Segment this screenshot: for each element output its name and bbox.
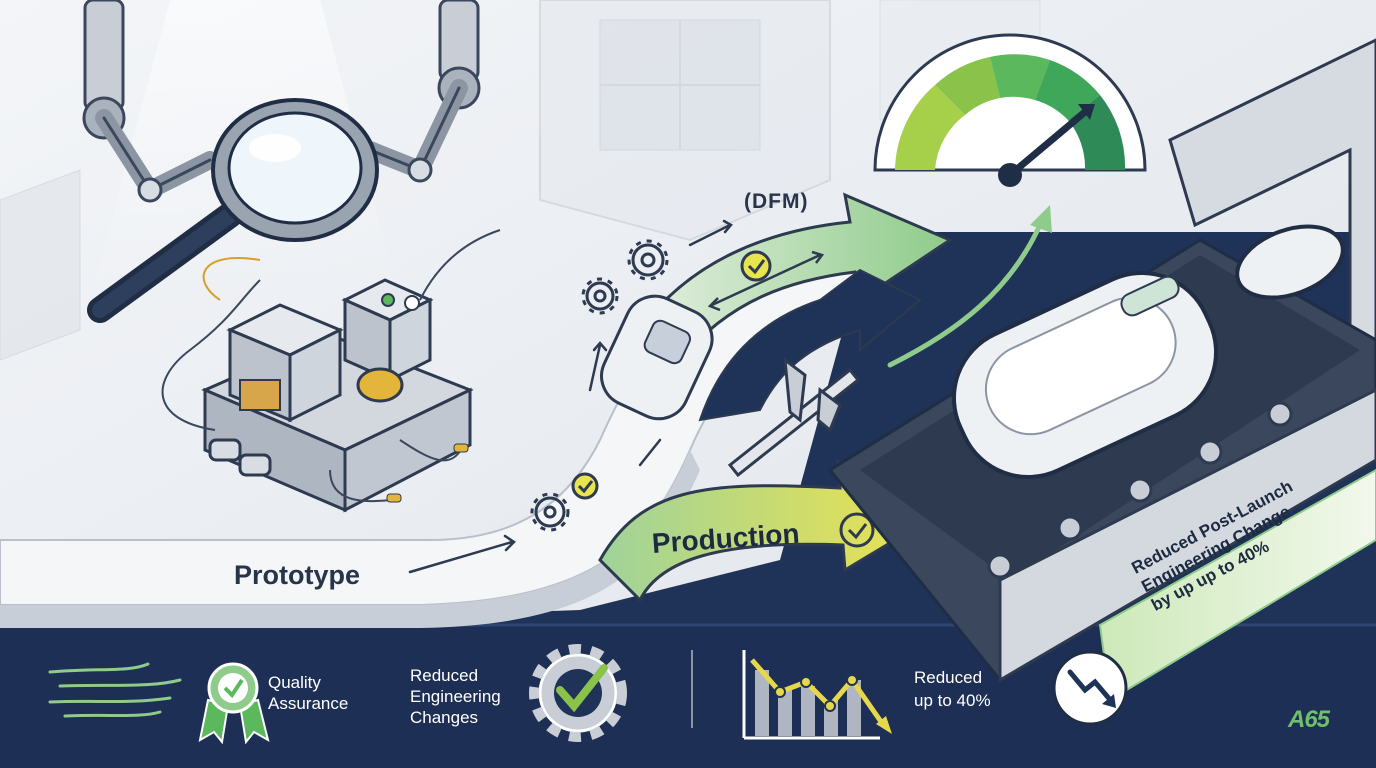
handheld-device-icon — [600, 294, 714, 421]
prototype-label: Prototype — [234, 560, 361, 590]
reduced-up-to-label: Reduced up to 40% — [914, 668, 991, 710]
declining-chart-icon — [742, 650, 892, 740]
quality-assurance-label: Quality Assurance — [268, 673, 349, 713]
dfm-arrow — [637, 192, 954, 363]
product-device-icon — [951, 224, 1345, 480]
gear-check-icon — [529, 644, 627, 742]
checkmark-icon — [571, 250, 875, 548]
down-trend-icon — [1052, 650, 1128, 726]
caliper-icon — [727, 356, 861, 478]
award-ribbon-icon — [198, 662, 270, 745]
dfm-label: (DFM) — [744, 190, 809, 213]
speed-gauge-icon — [873, 33, 1147, 187]
reduced-engineering-changes-label: Reduced Engineering Changes — [410, 666, 501, 727]
prototype-device-icon — [161, 229, 501, 513]
speed-lines — [48, 662, 182, 718]
gear-icon — [530, 239, 669, 532]
magnifying-glass-icon — [87, 98, 379, 323]
brand-logo: A65 — [1288, 706, 1330, 733]
robot-arm-icon — [82, 0, 481, 203]
